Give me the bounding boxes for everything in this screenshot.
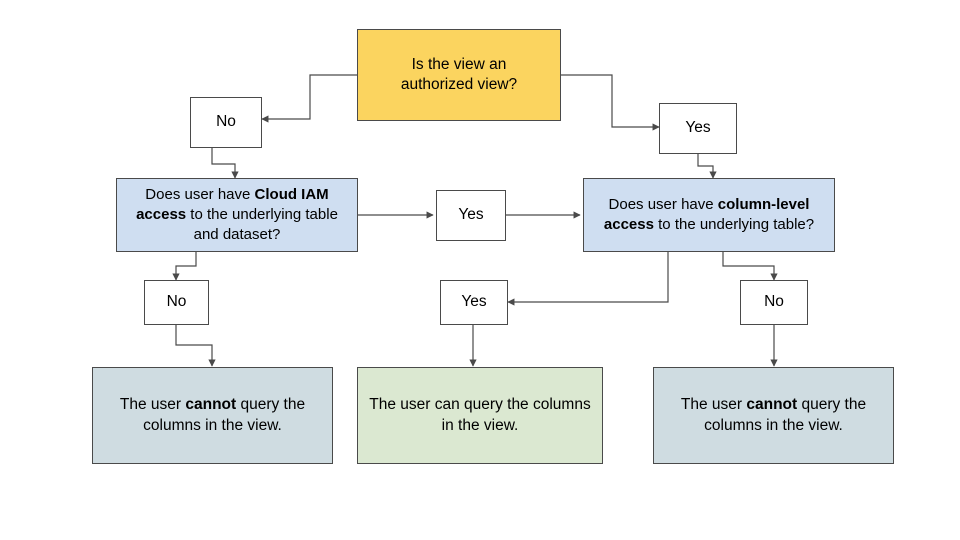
node-root-no-label: No bbox=[216, 113, 236, 131]
edge-yes-to-column bbox=[697, 154, 717, 179]
iam-text-suffix: to the underlying table and dataset? bbox=[186, 206, 338, 243]
node-column-no-label: No bbox=[764, 293, 784, 311]
edge-iam-to-iamno bbox=[172, 252, 197, 281]
column-text-prefix: Does user have bbox=[608, 196, 718, 214]
node-iam-question[interactable]: Does user have Cloud IAM access to the u… bbox=[116, 178, 358, 252]
node-root-yes[interactable]: Yes bbox=[659, 103, 737, 154]
node-root-yes-label: Yes bbox=[685, 119, 711, 137]
result-left-suffix: query the columns in the view. bbox=[143, 396, 306, 434]
iam-text-bold2: access bbox=[136, 206, 187, 224]
node-result-middle-label: The user can query the columns in the vi… bbox=[369, 396, 591, 434]
node-result-right-label: The user cannot query the columns in the… bbox=[654, 395, 893, 436]
node-iam-question-label: Does user have Cloud IAM access to the u… bbox=[117, 185, 357, 244]
edge-iamno-to-result-left bbox=[175, 325, 216, 367]
column-text-bold1: column-level access bbox=[603, 196, 810, 233]
edge-column-to-columnno bbox=[722, 252, 778, 281]
node-column-question[interactable]: Does user have column-level access to th… bbox=[583, 178, 835, 252]
node-result-right[interactable]: The user cannot query the columns in the… bbox=[653, 367, 894, 464]
result-left-bold: cannot bbox=[185, 396, 237, 414]
node-iam-yes-label: Yes bbox=[458, 206, 484, 224]
iam-text-prefix: Does user have bbox=[145, 186, 255, 204]
result-right-suffix: query the columns in the view. bbox=[704, 396, 867, 434]
node-result-middle[interactable]: The user can query the columns in the vi… bbox=[357, 367, 603, 464]
node-column-question-label: Does user have column-level access to th… bbox=[584, 195, 834, 235]
node-column-no[interactable]: No bbox=[740, 280, 808, 325]
result-right-prefix: The user bbox=[680, 396, 747, 414]
result-right-bold: cannot bbox=[746, 396, 798, 414]
edge-question-to-yes bbox=[561, 74, 660, 131]
result-left-prefix: The user bbox=[119, 396, 186, 414]
node-root-no[interactable]: No bbox=[190, 97, 262, 148]
node-root-question[interactable]: Is the view an authorized view? bbox=[357, 29, 561, 121]
iam-text-bold1: Cloud IAM bbox=[254, 186, 329, 204]
column-text-suffix: to the underlying table? bbox=[653, 216, 815, 233]
node-iam-no-label: No bbox=[166, 293, 187, 311]
node-result-left-label: The user cannot query the columns in the… bbox=[93, 395, 332, 436]
node-column-yes-label: Yes bbox=[461, 293, 487, 311]
node-column-yes[interactable]: Yes bbox=[440, 280, 508, 325]
node-iam-yes[interactable]: Yes bbox=[436, 190, 506, 241]
edge-no-to-iam bbox=[211, 148, 239, 179]
node-root-question-label: Is the view an authorized view? bbox=[400, 55, 518, 93]
edge-column-to-columnyes bbox=[507, 252, 669, 306]
edge-question-to-no bbox=[261, 74, 357, 123]
node-result-left[interactable]: The user cannot query the columns in the… bbox=[92, 367, 333, 464]
node-iam-no[interactable]: No bbox=[144, 280, 209, 325]
